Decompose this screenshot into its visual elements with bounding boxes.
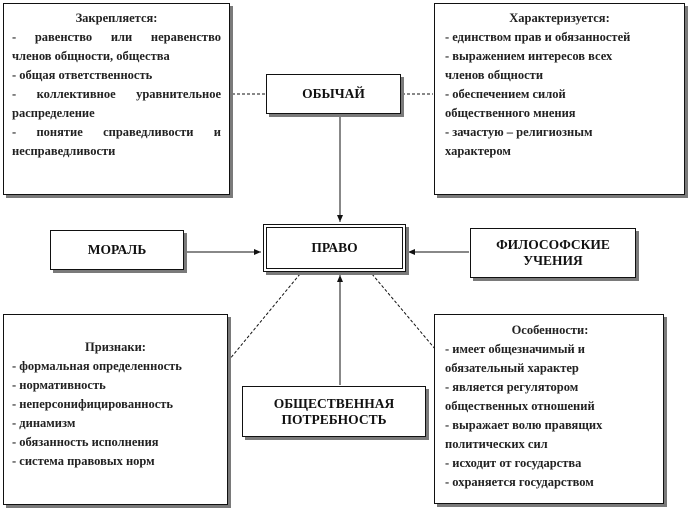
custom-label: ОБЫЧАЙ — [302, 86, 365, 101]
custom-fixes-line: - понятие справедливости и — [12, 125, 221, 139]
custom-characterized-heading: Характеризуется: — [509, 11, 610, 25]
law-signs-line: - формальная определенность — [12, 359, 182, 373]
law-signs-line: - динамизм — [12, 416, 76, 430]
law-node: ПРАВО — [263, 224, 406, 272]
custom-characterized-line: членов общности — [445, 68, 544, 82]
law-signs-line: - система правовых норм — [12, 454, 155, 468]
law-features-line: - охраняется государством — [445, 475, 594, 489]
law-features-line: - является регулятором — [445, 380, 579, 394]
custom-fixes-line: членов общности, общества — [12, 49, 170, 63]
custom-node: ОБЫЧАЙ — [266, 74, 401, 114]
custom-characterized-line: - выражением интересов всех — [445, 49, 613, 63]
social-need-label: ОБЩЕСТВЕННАЯ ПОТРЕБНОСТЬ — [273, 395, 395, 427]
custom-fixes-line: несправедливости — [12, 144, 116, 158]
custom-characterized-line: - зачастую – религиозным — [445, 125, 593, 139]
law-signs-box: Признаки: - формальная определенность - … — [3, 314, 228, 505]
philosophy-label: ФИЛОСОФСКИЕ УЧЕНИЯ — [496, 237, 610, 268]
law-features-line: обязательный характер — [445, 361, 579, 375]
law-features-line: политических сил — [445, 437, 548, 451]
custom-characterized-line: - обеспечением силой — [445, 87, 566, 101]
link-law-to-features — [371, 273, 442, 357]
social-need-node: ОБЩЕСТВЕННАЯ ПОТРЕБНОСТЬ — [242, 386, 426, 437]
custom-fixes-line: - коллективное уравнительное — [12, 87, 221, 101]
custom-characterized-box: Характеризуется: - единством прав и обяз… — [434, 3, 685, 195]
custom-characterized-line: - единством прав и обязанностей — [445, 30, 631, 44]
custom-fixes-line: - общая ответственность — [12, 68, 153, 82]
custom-characterized-line: характером — [445, 144, 511, 158]
custom-fixes-line: распределение — [12, 106, 95, 120]
law-features-box: Особенности: - имеет общезначимый и обяз… — [434, 314, 664, 504]
custom-fixes-box: Закрепляется: - равенство или неравенств… — [3, 3, 230, 195]
custom-fixes-line: - равенство или неравенство — [12, 30, 221, 44]
law-features-line: - выражает волю правящих — [445, 418, 603, 432]
law-features-line: - исходит от государства — [445, 456, 582, 470]
law-signs-line: - нормативность — [12, 378, 106, 392]
law-signs-line: - неперсонифицированность — [12, 397, 174, 411]
custom-fixes-heading: Закрепляется: — [75, 11, 158, 25]
moral-node: МОРАЛЬ — [50, 230, 184, 270]
law-signs-line: - обязанность исполнения — [12, 435, 159, 449]
law-label: ПРАВО — [311, 240, 358, 255]
custom-characterized-line: общественного мнения — [445, 106, 576, 120]
law-features-line: - имеет общезначимый и — [445, 342, 585, 356]
link-law-to-signs — [228, 273, 301, 361]
moral-label: МОРАЛЬ — [87, 242, 147, 257]
philosophy-node: ФИЛОСОФСКИЕ УЧЕНИЯ — [470, 228, 636, 278]
law-features-line: общественных отношений — [445, 399, 595, 413]
law-signs-heading: Признаки: — [85, 340, 146, 354]
law-features-heading: Особенности: — [511, 323, 589, 337]
